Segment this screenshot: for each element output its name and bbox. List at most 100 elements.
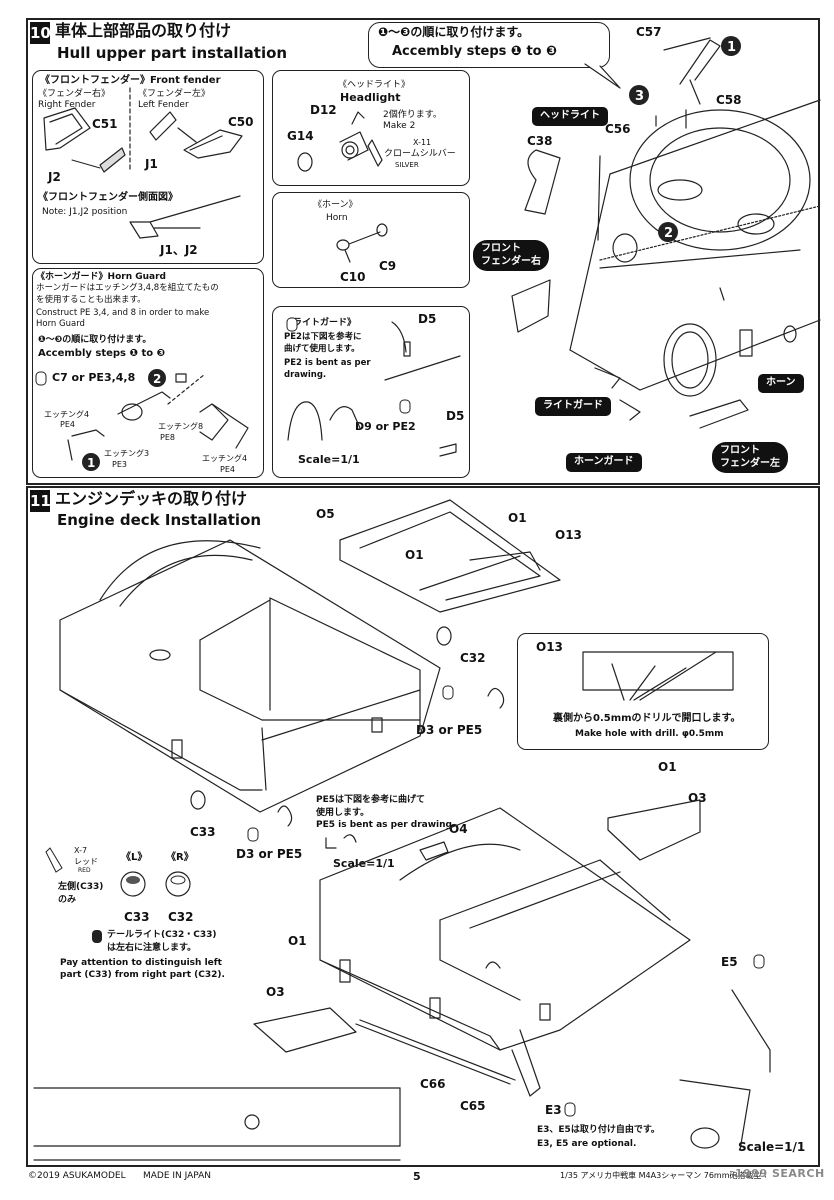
part-c9: C9 <box>379 259 397 273</box>
pe4b-jp: エッチング4 <box>202 454 248 463</box>
step10-title-en: Hull upper part installation <box>57 44 288 62</box>
horn-guard-option: C7 or PE3,4,8 <box>52 371 136 384</box>
light-guard-desc-en1: PE2 is bent as per <box>284 358 371 368</box>
part-o3-right: O3 <box>688 791 707 805</box>
right-fender-jp: 《フェンダー右》 <box>38 89 111 99</box>
part-o1-right: O1 <box>658 760 677 774</box>
label-light-guard: ライトガード <box>535 397 611 416</box>
taillight-note-jp2: は左右に注意します。 <box>107 943 197 953</box>
pe4-label: PE4 <box>60 420 75 429</box>
part-c57: C57 <box>636 25 662 39</box>
part-j1: J1 <box>145 157 158 171</box>
horn-guard-desc-jp1: ホーンガードはエッチング3,4,8を組立てたもの <box>36 283 219 293</box>
part-c38: C38 <box>527 134 553 148</box>
step11-title-en: Engine deck Installation <box>57 511 262 529</box>
taillight-left-only-2: のみ <box>58 895 77 905</box>
fender-side-view-note: Note: J1,J2 position <box>42 207 128 217</box>
pe5-note-jp1: PE5は下図を参考に曲げて <box>316 795 426 805</box>
part-c50: C50 <box>228 115 254 129</box>
horn-guard-desc-en1: Construct PE 3,4, and 8 in order to make <box>36 308 210 318</box>
label-front-fender-right-text: フロント フェンダー右 <box>481 243 541 267</box>
part-o13: O13 <box>555 528 582 542</box>
part-c51: C51 <box>92 117 118 131</box>
part-c56: C56 <box>605 122 631 136</box>
step10-callout-en: Accembly steps ❶ to ❸ <box>392 44 558 59</box>
light-guard-part-d5: D5 <box>418 312 437 326</box>
part-o5: O5 <box>316 507 335 521</box>
horn-guard-desc-en2: Horn Guard <box>36 319 85 329</box>
light-guard-desc-jp2: 曲げて使用します。 <box>284 344 360 354</box>
part-e5: E5 <box>721 955 738 969</box>
pe4b-label: PE4 <box>220 465 235 474</box>
part-o1-top: O1 <box>508 511 527 525</box>
headlight-paint-jp: クロームシルバー <box>384 149 456 159</box>
label-horn-guard: ホーンガード <box>566 453 642 472</box>
part-c58: C58 <box>716 93 742 107</box>
part-c65: C65 <box>460 1099 486 1113</box>
left-fender-jp: 《フェンダー左》 <box>138 89 211 99</box>
light-guard-desc-en2: drawing. <box>284 370 327 380</box>
part-o3-left: O3 <box>266 985 285 999</box>
optional-note-en: E3, E5 are optional. <box>537 1139 637 1149</box>
step10-title-jp: 車体上部部品の取り付け <box>55 21 232 40</box>
step11-frame <box>26 486 820 1167</box>
footer-watermark: 1999 SEARCH <box>735 1167 825 1180</box>
label-front-fender-left: フロント フェンダー左 <box>712 442 788 473</box>
light-guard-option: D9 or PE2 <box>355 420 416 433</box>
taillight-note-jp1: テールライト(C32・C33) <box>107 930 217 940</box>
taillight-paint-code: X-7 <box>74 846 88 855</box>
part-d12: D12 <box>310 103 337 117</box>
label-headlight: ヘッドライト <box>532 107 608 126</box>
pe4-jp: エッチング4 <box>44 410 90 419</box>
taillight-paint-en: RED <box>78 867 91 874</box>
o13-detail-label: O13 <box>536 640 563 654</box>
step11-scale: Scale=1/1 <box>738 1140 806 1154</box>
taillight-note-en2: part (C33) from right part (C32). <box>60 970 225 980</box>
label-horn: ホーン <box>758 374 804 393</box>
taillight-paint-jp: レッド <box>74 857 98 866</box>
light-guard-header-jp: 《ライトガード》 <box>284 318 357 328</box>
headlight-paint-code: X-11 <box>413 138 432 147</box>
right-fender-en: Right Fender <box>38 100 96 110</box>
pe5-note-jp2: 使用します。 <box>316 808 370 818</box>
d3-option-1: D3 or PE5 <box>416 723 483 737</box>
label-front-fender-left-text: フロント フェンダー左 <box>720 445 780 469</box>
footer-copyright: ©2019 ASUKAMODEL <box>28 1171 126 1181</box>
headlight-paint-en: SILVER <box>395 161 419 169</box>
pe3-jp: エッチング3 <box>104 449 150 458</box>
light-guard-panel <box>272 306 470 478</box>
horn-guard-order-jp: ❶〜❸の順に取り付けます。 <box>38 335 152 345</box>
step11-title-jp: エンジンデッキの取り付け <box>55 489 248 508</box>
taillight-c33: C33 <box>124 910 150 924</box>
horn-guard-header: 《ホーンガード》Horn Guard <box>36 272 166 282</box>
optional-note-jp: E3、E5は取り付け自由です。 <box>537 1125 660 1135</box>
o13-detail-note-en: Make hole with drill. φ0.5mm <box>575 729 724 739</box>
part-o4: O4 <box>449 822 468 836</box>
footer-page: 5 <box>413 1170 421 1183</box>
part-c10: C10 <box>340 270 366 284</box>
step10-number: 10 <box>30 22 51 44</box>
pe5-scale: Scale=1/1 <box>333 857 395 870</box>
step10-callout-jp: ❶〜❸の順に取り付けます。 <box>378 25 530 39</box>
part-j2: J2 <box>48 170 61 184</box>
light-guard-scale: Scale=1/1 <box>298 453 360 466</box>
part-c32: C32 <box>460 651 486 665</box>
step10-callout <box>368 22 610 68</box>
part-e3: E3 <box>545 1103 562 1117</box>
left-fender-en: Left Fender <box>138 100 189 110</box>
taillight-c32: C32 <box>168 910 194 924</box>
headlight-header-en: Headlight <box>340 91 401 104</box>
part-c33-main: C33 <box>190 825 216 839</box>
footer-product: 1/35 アメリカ中戦車 M4A3シャーマン 76mm砲搭載型 COBRA <box>560 1171 766 1180</box>
fender-side-view-jp: 《フロントフェンダー側面図》 <box>38 192 178 203</box>
pe8-jp: エッチング8 <box>158 422 204 431</box>
horn-header-jp: 《ホーン》 <box>313 200 358 210</box>
light-guard-part2: D5 <box>446 409 465 423</box>
horn-panel <box>272 192 470 288</box>
part-o1-mid: O1 <box>405 548 424 562</box>
o13-detail-note-jp: 裏側から0.5mmのドリルで開口します。 <box>553 713 741 724</box>
fender-side-view-parts: J1、J2 <box>160 243 198 257</box>
horn-header-en: Horn <box>326 213 348 223</box>
d3-option-2: D3 or PE5 <box>236 847 303 861</box>
light-guard-desc-jp1: PE2は下図を参考に <box>284 332 362 342</box>
